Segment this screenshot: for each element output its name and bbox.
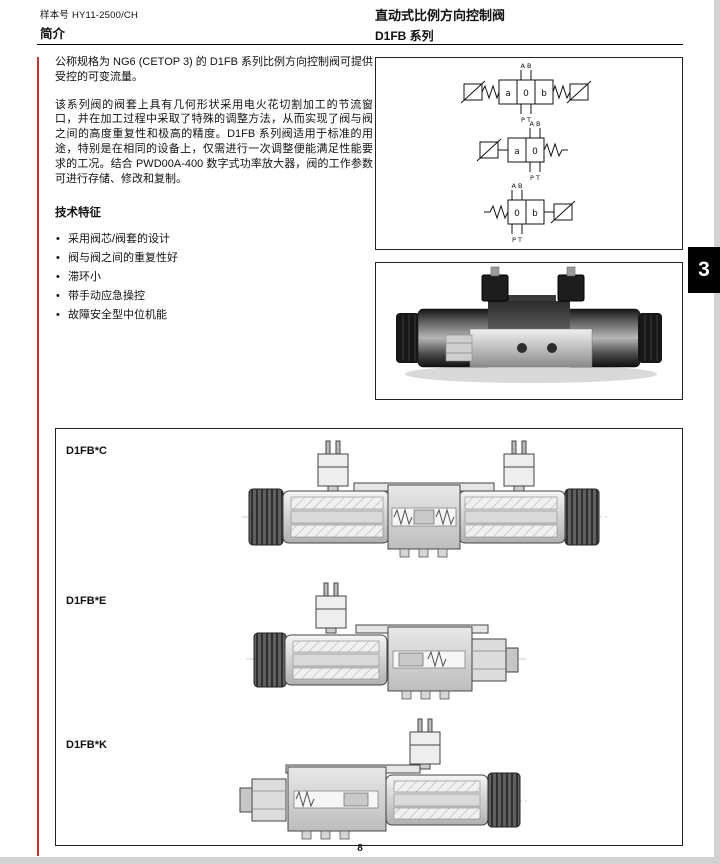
solenoid-symbol-right — [569, 83, 589, 101]
features-heading: 技术特征 — [55, 207, 101, 220]
spring-symbol — [552, 84, 571, 100]
feature-item: 带手动应急操控 — [55, 287, 373, 306]
spool — [398, 652, 424, 667]
valve-photo — [396, 266, 662, 383]
feature-item: 阀与阀之间的重复性好 — [55, 249, 373, 268]
ports-top-label: A B — [530, 120, 541, 128]
valve-symbol-2pos-0b: A B 0 b P T — [484, 182, 576, 244]
photo-shadow — [405, 365, 657, 383]
knurled-cap-left — [248, 488, 284, 546]
chapter-tab: 3 — [688, 247, 720, 293]
body-rim — [502, 295, 556, 303]
header-rule — [37, 44, 683, 45]
ports-bottom-label: P T — [512, 236, 522, 244]
series-title: D1FB 系列 — [375, 29, 434, 43]
cell-a: a — [514, 147, 520, 157]
valve-photo-panel — [375, 262, 683, 400]
ports-bottom-label: P T — [530, 174, 540, 182]
din-connector — [317, 453, 349, 487]
cross-section-d1fbc — [242, 440, 608, 558]
spring-symbol — [489, 204, 509, 220]
din-connector — [315, 595, 347, 629]
spool — [343, 792, 369, 807]
catalog-number: 样本号 HY11-2500/CH — [40, 10, 139, 21]
feature-item: 采用阀芯/阀套的设计 — [55, 230, 373, 249]
page-edge-bottom — [0, 857, 720, 864]
ports-top-label: A B — [512, 182, 523, 190]
spring — [427, 650, 447, 668]
features-list: 采用阀芯/阀套的设计 阀与阀之间的重复性好 滞环小 带手动应急操控 故障安全型中… — [55, 230, 373, 325]
spring — [295, 790, 315, 808]
din-connector-left — [481, 274, 509, 302]
spool — [413, 509, 435, 525]
valve-symbol-2pos-a0: A B a 0 P T — [476, 120, 568, 182]
variant-label-c: D1FB*C — [66, 445, 107, 457]
page-title: 直动式比例方向控制阀 — [375, 8, 506, 23]
valve-symbol-3pos: A B a 0 b P T — [460, 62, 592, 124]
manifold-block — [469, 328, 593, 368]
cell-b: b — [541, 89, 547, 99]
knurled-cap-right — [564, 488, 600, 546]
cell-b: b — [532, 209, 538, 219]
cross-section-d1fbe — [246, 582, 526, 700]
port-hole — [517, 343, 527, 353]
spring-symbol — [543, 142, 563, 158]
din-connector — [409, 731, 441, 765]
variant-label-k: D1FB*K — [66, 739, 107, 751]
connector-screw — [566, 266, 576, 277]
intro-paragraph-1: 公称规格为 NG6 (CETOP 3) 的 D1FB 系列比例方向控制阀可提供受… — [55, 56, 374, 83]
solenoid-symbol-right — [553, 203, 573, 221]
variant-label-e: D1FB*E — [66, 595, 107, 607]
knurled-cap-right — [487, 772, 521, 828]
din-connector — [503, 453, 535, 487]
intro-column: 公称规格为 NG6 (CETOP 3) 的 D1FB 系列比例方向控制阀可提供受… — [55, 55, 373, 325]
cell-0: 0 — [523, 89, 529, 99]
end-cap-left — [396, 313, 420, 363]
din-connector-right — [557, 274, 585, 302]
section-title: 简介 — [40, 27, 66, 41]
ports-bottom-label: P T — [521, 116, 531, 124]
ports-top-label: A B — [521, 62, 532, 70]
end-cap-right — [638, 313, 662, 363]
cell-a: a — [505, 89, 511, 99]
page-number: 8 — [357, 843, 363, 854]
spring-symbol — [481, 84, 500, 100]
spring — [435, 508, 455, 526]
header-left: 样本号 HY11-2500/CH 简介 — [40, 7, 138, 42]
port-hole — [547, 343, 557, 353]
hydraulic-symbols-panel: A B a 0 b P T A B — [375, 57, 683, 250]
cross-section-drawings — [239, 440, 608, 840]
connector-screw — [490, 266, 500, 277]
feature-item: 故障安全型中位机能 — [55, 306, 373, 325]
intro-paragraph-2: 该系列阀的阀套上具有几何形状采用电火花切割加工的节流窗口，并在加工过程中采取了特… — [55, 98, 373, 185]
hydraulic-symbols: A B a 0 b P T A B — [460, 62, 592, 244]
end-plug-hex — [251, 778, 287, 822]
page-edge-right — [714, 0, 720, 864]
cross-section-d1fbk — [239, 718, 528, 840]
header-right: 直动式比例方向控制阀 D1FB 系列 — [375, 5, 505, 44]
knurled-cap-left — [253, 632, 287, 688]
spring — [393, 508, 413, 526]
end-plug-hex — [471, 638, 507, 682]
valve-photo-illustration — [396, 266, 662, 368]
margin-redline — [37, 57, 39, 856]
cross-section-panel: D1FB*C D1FB*E D1FB*K — [55, 428, 683, 846]
feature-item: 滞环小 — [55, 268, 373, 287]
hex-fitting — [445, 334, 473, 362]
cell-0: 0 — [532, 147, 538, 157]
cell-0: 0 — [514, 209, 520, 219]
